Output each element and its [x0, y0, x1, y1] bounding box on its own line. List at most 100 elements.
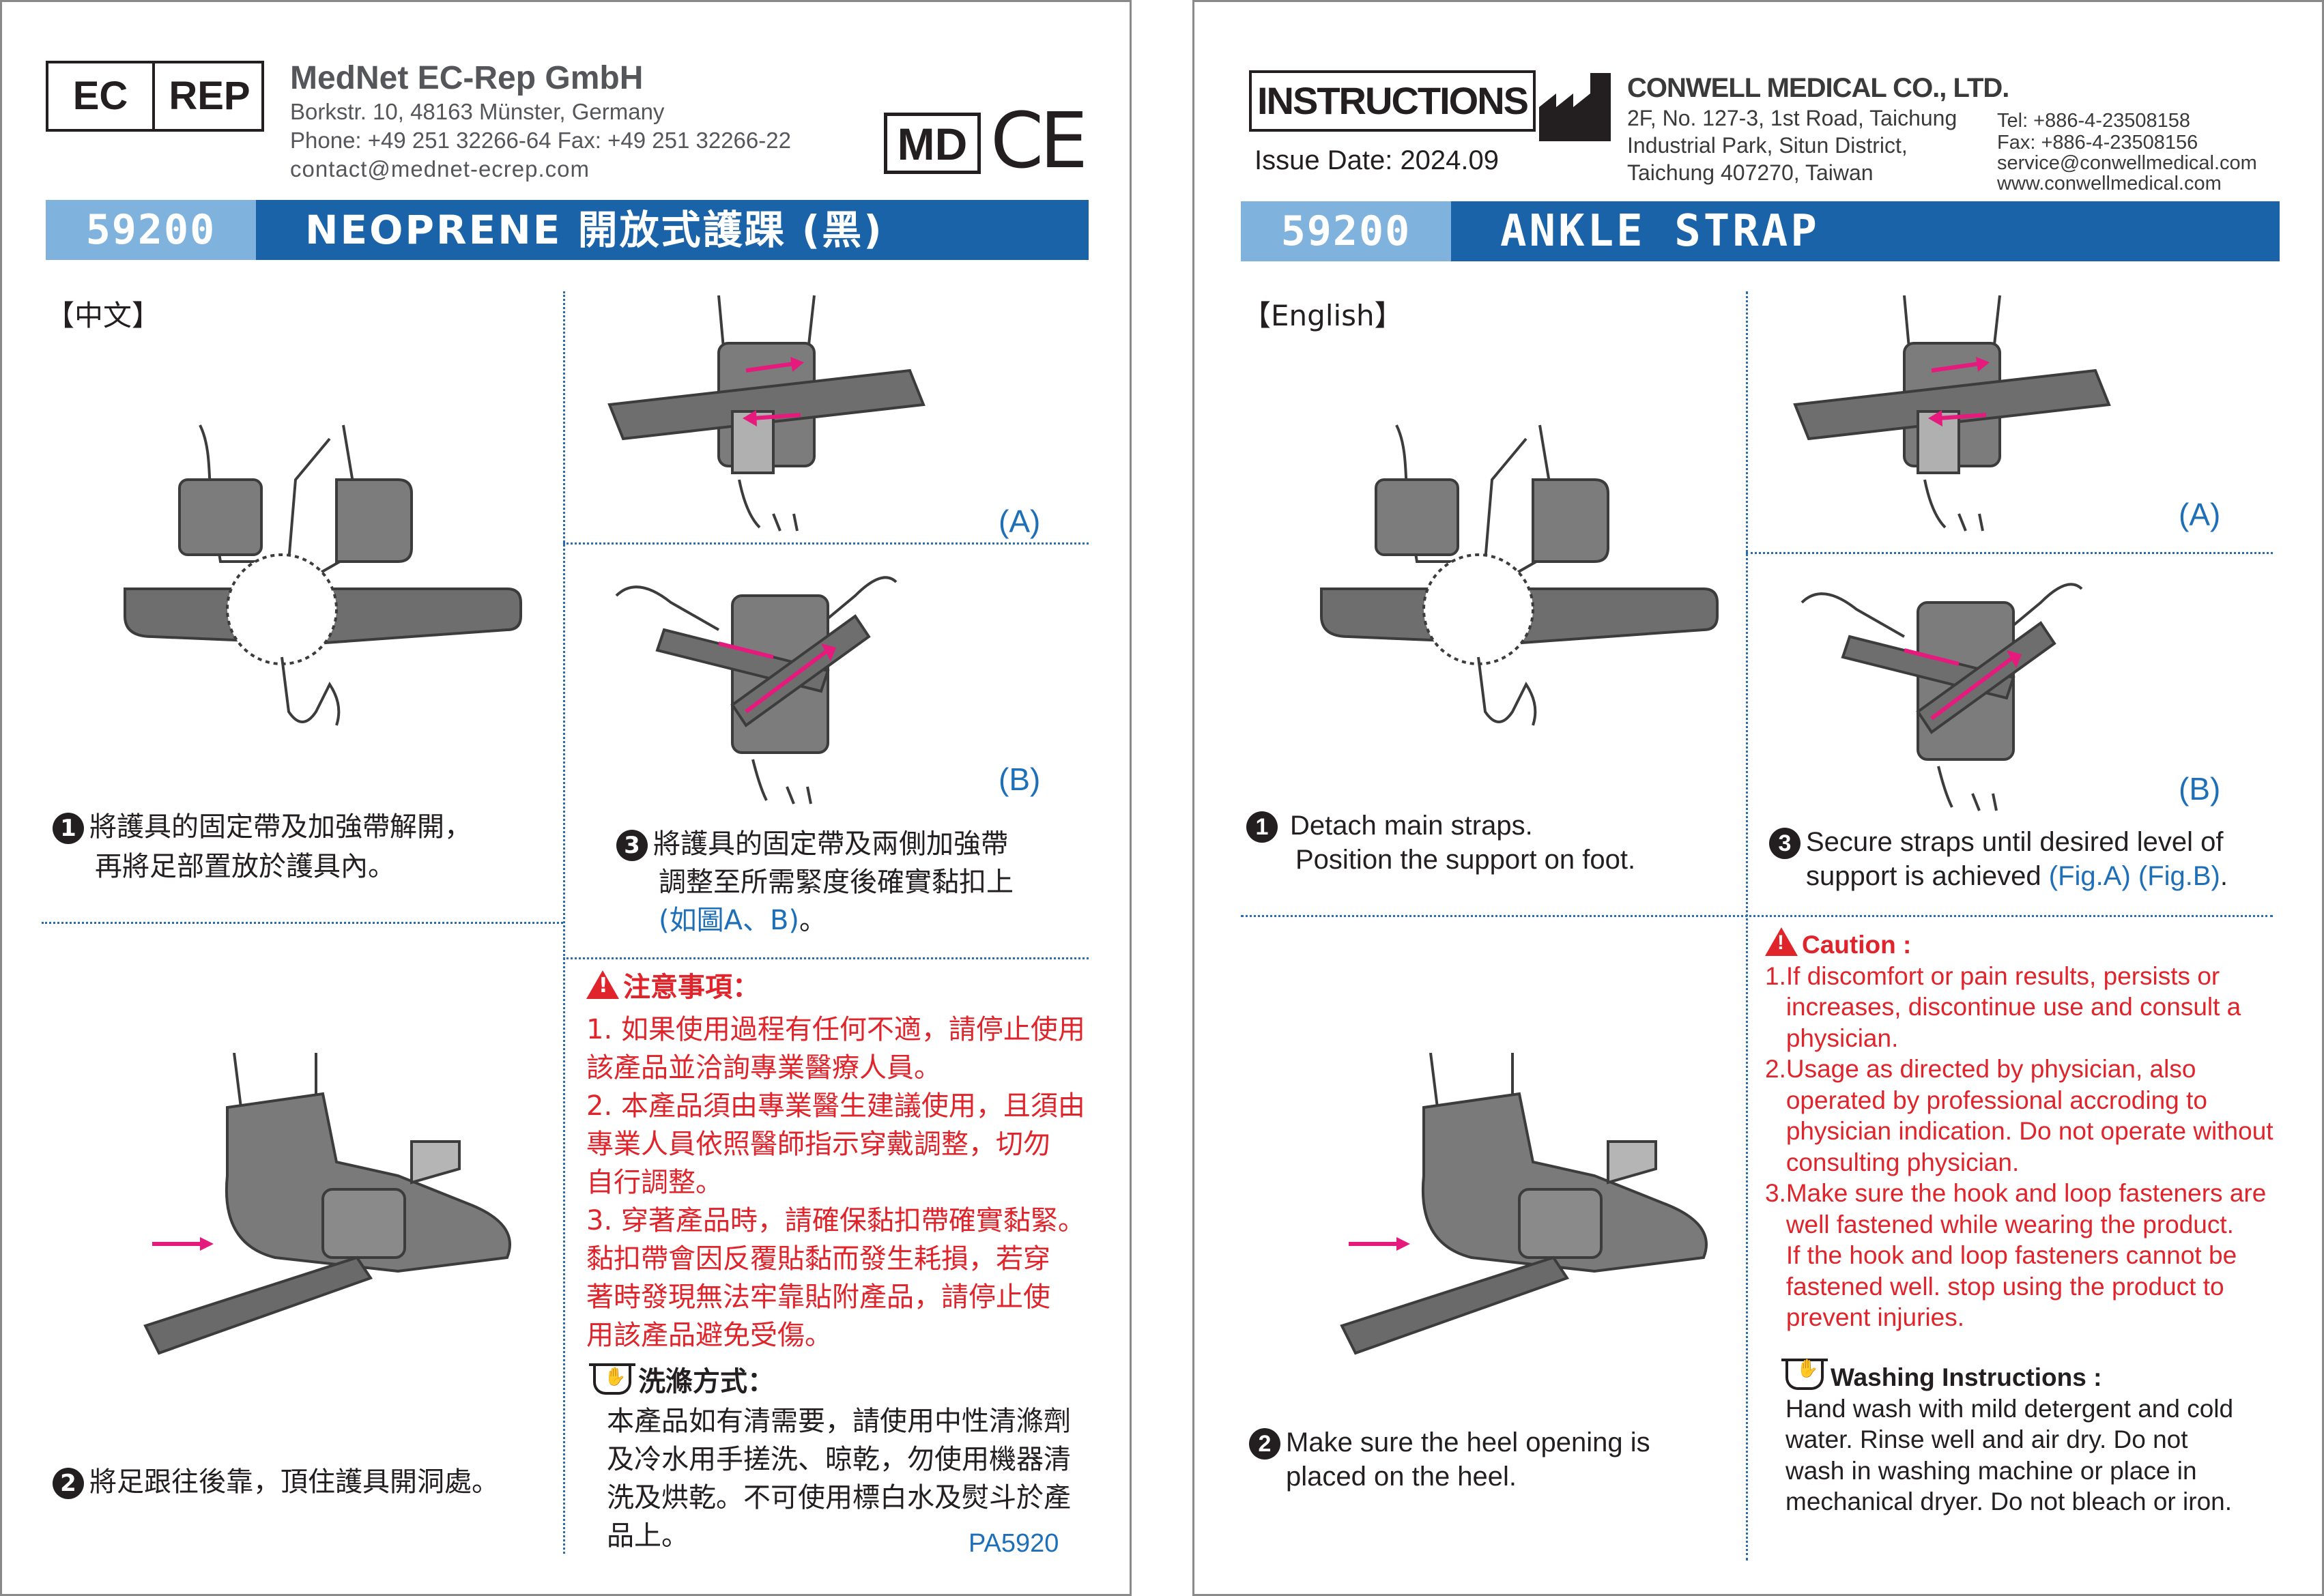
step-3-figure-ref: (如圖A、B) — [659, 905, 800, 936]
warning-icon — [586, 970, 619, 999]
washing-line: Hand wash with mild detergent and cold — [1785, 1394, 2234, 1423]
step-3-end: . — [2220, 861, 2228, 892]
step-divider — [1241, 915, 2273, 917]
step-3-number: 3 — [1769, 828, 1801, 860]
step-1-line-1: Detach main straps. — [1290, 811, 1533, 841]
caution-line: 自行調整。 — [586, 1167, 723, 1198]
caution-line: operated by professional accroding to — [1765, 1086, 2207, 1114]
washing-line: water. Rinse well and air dry. Do not — [1785, 1425, 2188, 1453]
illustration-detach-straps — [1320, 424, 1719, 726]
warning-icon — [1765, 927, 1798, 956]
manufacturer-email: service@conwellmedical.com — [1997, 152, 2257, 174]
manufacturer-website: www.conwellmedical.com — [1997, 173, 2222, 194]
product-code: 59200 — [46, 200, 256, 260]
step-1: 1 Detach main straps. Position the suppor… — [1246, 809, 1635, 877]
instructions-box: INSTRUCTIONS — [1249, 70, 1536, 132]
fig-b-label: (B) — [2179, 771, 2221, 807]
washing-title: 洗滌方式： — [638, 1366, 775, 1397]
figure-divider — [563, 542, 1089, 545]
washing-line: 品上。 — [607, 1520, 689, 1552]
step-1-line-1: 將護具的固定帶及加強帶解開， — [89, 811, 472, 843]
step-1-number: 1 — [53, 813, 84, 844]
manufacturer-address-2: Industrial Park, Situn District, — [1627, 133, 1908, 158]
illustration-heel-position — [143, 1053, 511, 1355]
step-2-number: 2 — [53, 1468, 84, 1499]
english-instruction-page: INSTRUCTIONS Issue Date: 2024.09 CONWELL… — [1192, 0, 2324, 1596]
manufacturer-address-1: 2F, No. 127-3, 1st Road, Taichung — [1627, 106, 1957, 130]
washing-line: mechanical dryer. Do not bleach or iron. — [1785, 1488, 2233, 1515]
caution-line: 2. 本產品須由專業醫生建議使用，且須由 — [586, 1090, 1085, 1122]
column-divider — [1746, 291, 1748, 1561]
product-title-bar: 59200 NEOPRENE 開放式護踝 (黑) — [46, 200, 1089, 260]
caution-line: 3. 穿著產品時，請確保黏扣帶確實黏緊。 — [586, 1205, 1085, 1236]
step-3-line-2: 調整至所需緊度後確實黏扣上 — [659, 867, 1014, 898]
step-3-line-1: Secure straps until desired level of — [1806, 827, 2224, 857]
step-divider-right — [563, 957, 1089, 959]
washing-section: Washing Instructions : Hand wash with mi… — [1781, 1353, 2234, 1518]
illustration-fig-b — [615, 576, 898, 804]
step-3-end: 。 — [799, 905, 827, 936]
step-3-number: 3 — [616, 830, 648, 861]
step-3-figure-ref: (Fig.A) (Fig.B) — [2048, 861, 2220, 892]
figure-divider — [1746, 552, 2273, 554]
fig-b-label: (B) — [999, 761, 1041, 797]
chinese-instruction-page: EC REP MedNet EC-Rep GmbH Borkstr. 10, 4… — [0, 0, 1132, 1596]
part-number: PA5920 — [969, 1529, 1059, 1558]
hand-wash-icon — [1781, 1353, 1828, 1390]
caution-line: 專業人員依照醫師指示穿戴調整，切勿 — [586, 1129, 1050, 1160]
step-1-line-2: 再將足部置放於護具內。 — [95, 851, 395, 882]
illustration-detach-straps — [124, 424, 522, 726]
caution-line: prevent injuries. — [1765, 1303, 1965, 1331]
step-1-line-2: Position the support on foot. — [1295, 845, 1636, 875]
ec-rep-address: Borkstr. 10, 48163 Münster, Germany — [290, 99, 665, 124]
step-1-number: 1 — [1246, 811, 1278, 843]
caution-line: fastened well. stop using the product to — [1765, 1272, 2224, 1301]
step-2-line-2: placed on the heel. — [1286, 1462, 1517, 1492]
caution-line: If the hook and loop fasteners cannot be — [1765, 1241, 2237, 1269]
issue-date: Issue Date: 2024.09 — [1254, 145, 1500, 175]
caution-line: consulting physician. — [1765, 1148, 2020, 1176]
ec-rep-contact: contact@mednet-ecrep.com — [290, 156, 590, 182]
washing-title: Washing Instructions : — [1831, 1363, 2102, 1391]
language-tag: 【English】 — [1242, 299, 1403, 332]
product-title: ANKLE STRAP — [1500, 206, 1820, 257]
ec-rep-phone: Phone: +49 251 32266-64 Fax: +49 251 322… — [290, 128, 791, 153]
manufacturer-address-3: Taichung 407270, Taiwan — [1627, 160, 1874, 185]
fig-a-label: (A) — [999, 504, 1041, 539]
caution-title: Caution : — [1802, 931, 1912, 959]
washing-line: 及冷水用手搓洗、晾乾，勿使用機器清 — [607, 1444, 1071, 1475]
washing-line: 洗及烘乾。不可使用標白水及熨斗於產 — [607, 1482, 1071, 1513]
language-tag: 【中文】 — [46, 299, 161, 332]
illustration-heel-position — [1340, 1053, 1708, 1355]
manufacturer-fax: Fax: +886-4-23508156 — [1997, 132, 2198, 154]
caution-line: 黏扣帶會因反覆貼黏而發生耗損，若穿 — [586, 1243, 1050, 1275]
fig-a-label: (A) — [2179, 497, 2221, 532]
caution-section: Caution : 1.If discomfort or pain result… — [1765, 927, 2273, 1333]
page-gap — [1132, 0, 1192, 1596]
washing-line: 本產品如有清需要，請使用中性清滌劑 — [607, 1406, 1071, 1437]
caution-line: 2.Usage as directed by physician, also — [1765, 1055, 2196, 1083]
step-2-number: 2 — [1249, 1428, 1280, 1460]
washing-section: 洗滌方式： 本產品如有清需要，請使用中性清滌劑 及冷水用手搓洗、晾乾，勿使用機器… — [589, 1358, 1071, 1555]
caution-line: 用該產品避免受傷。 — [586, 1320, 832, 1351]
caution-line: 1. 如果使用過程有任何不適，請停止使用 — [586, 1014, 1085, 1045]
step-3-line-1: 將護具的固定帶及兩側加強帶 — [653, 828, 1008, 860]
rep-label: REP — [169, 74, 250, 118]
illustration-fig-a — [607, 295, 926, 532]
md-mark: MD — [884, 113, 981, 174]
ec-label: EC — [48, 63, 155, 129]
caution-title: 注意事項： — [623, 972, 760, 1003]
caution-line: well fastened while wearing the product. — [1765, 1210, 2234, 1238]
product-code: 59200 — [1241, 201, 1451, 261]
caution-line: 著時發現無法牢靠貼附產品，請停止使 — [586, 1281, 1050, 1313]
step-2-text: 將足跟往後靠，頂住護具開洞處。 — [89, 1466, 499, 1498]
product-title: NEOPRENE 開放式護踝 (黑) — [305, 207, 884, 253]
manufacturer-tel: Tel: +886-4-23508158 — [1997, 110, 2190, 132]
hand-wash-icon — [589, 1358, 635, 1396]
caution-line: 3.Make sure the hook and loop fasteners … — [1765, 1179, 2267, 1207]
